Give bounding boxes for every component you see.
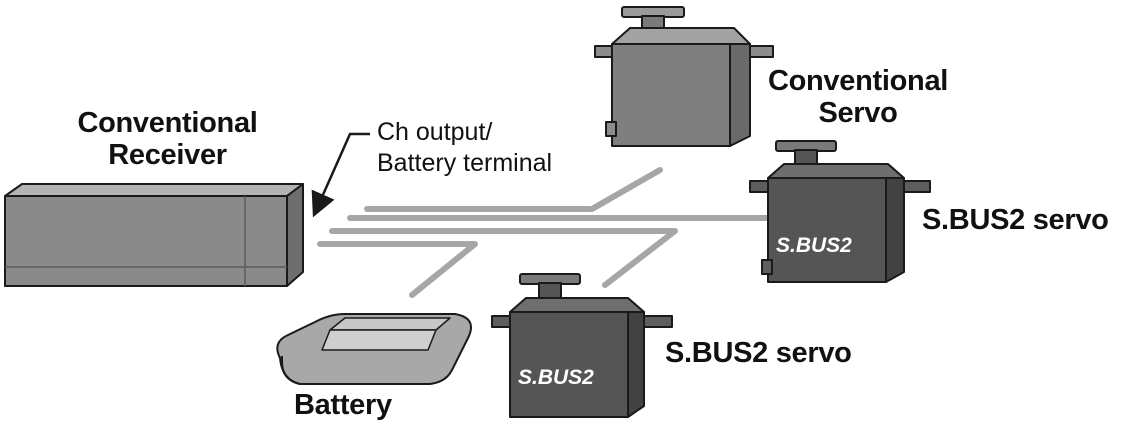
sbus2-servo-icon: S.BUS2 [749, 140, 931, 283]
wire-conventional-servo [364, 167, 663, 212]
battery-pack-icon [276, 313, 472, 385]
wire-sbus2-bottom [329, 228, 678, 288]
sbus2-servo-icon: S.BUS2 [491, 273, 673, 418]
terminal-label: Ch output/ Battery terminal [377, 120, 552, 176]
sbus2-servo-right-label: S.BUS2 servo [922, 204, 1109, 236]
sbus2-servo-bottom-label: S.BUS2 servo [665, 337, 852, 369]
wire-battery [317, 241, 478, 298]
receiver-label-line1: Conventional [77, 107, 258, 139]
sbus2-logo-mark: S.BUS2 [518, 366, 594, 389]
receiver-label: Conventional Receiver [60, 109, 275, 170]
callout-arrow-icon [311, 132, 370, 218]
servo-icon [594, 6, 774, 147]
conventional-servo-label-line2: Servo [818, 97, 898, 129]
terminal-label-line1: Ch output/ [377, 118, 493, 146]
conventional-servo-label: Conventional Servo [748, 67, 968, 128]
receiver-box-icon [4, 183, 304, 287]
sbus2-logo-mark: S.BUS2 [776, 234, 852, 257]
conventional-servo-label-line1: Conventional [767, 65, 949, 97]
battery-label: Battery [294, 389, 392, 421]
terminal-label-line2: Battery terminal [377, 149, 553, 177]
wires [317, 167, 773, 298]
receiver-label-line2: Receiver [108, 139, 227, 171]
